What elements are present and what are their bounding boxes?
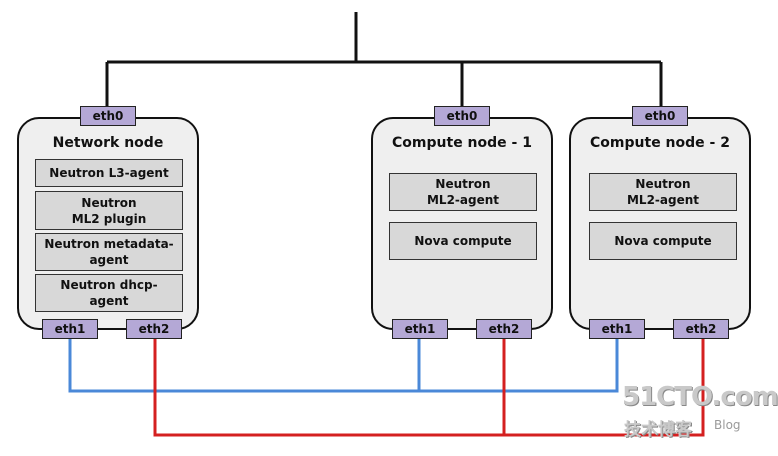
service-metadata-agent: Neutron metadata- agent xyxy=(35,233,183,271)
network-node-eth2: eth2 xyxy=(126,319,182,339)
service-nova-compute-2: Nova compute xyxy=(589,222,737,260)
compute-node-1-eth0: eth0 xyxy=(434,106,490,126)
watermark-sub: 技术博客 xyxy=(624,420,692,440)
service-l3-agent: Neutron L3-agent xyxy=(35,159,183,187)
compute-node-1-eth1: eth1 xyxy=(392,319,448,339)
red-network xyxy=(153,338,705,437)
network-node-title: Network node xyxy=(52,135,164,151)
compute-node-2-eth1: eth1 xyxy=(589,319,645,339)
service-nova-compute-1: Nova compute xyxy=(389,222,537,260)
compute-node-2-title: Compute node - 2 xyxy=(590,135,730,151)
watermark-main: 51CTO.com xyxy=(622,382,778,412)
blue-network xyxy=(68,338,619,393)
compute-node-1-title: Compute node - 1 xyxy=(392,135,532,151)
watermark-logo: 51CTO.com 技术博客 Blog xyxy=(622,382,778,442)
watermark-blog: Blog xyxy=(714,418,741,432)
compute-node-1: Compute node - 1 Neutron ML2-agent Nova … xyxy=(371,117,553,330)
network-node: Network node Neutron L3-agent Neutron ML… xyxy=(17,117,199,330)
network-node-eth0: eth0 xyxy=(80,106,136,126)
compute-node-2: Compute node - 2 Neutron ML2-agent Nova … xyxy=(569,117,751,330)
compute-node-1-eth2: eth2 xyxy=(476,319,532,339)
service-dhcp-agent: Neutron dhcp- agent xyxy=(35,274,183,312)
compute-node-2-eth2: eth2 xyxy=(673,319,729,339)
service-ml2-agent-1: Neutron ML2-agent xyxy=(389,173,537,211)
service-ml2-agent-2: Neutron ML2-agent xyxy=(589,173,737,211)
compute-node-2-eth0: eth0 xyxy=(632,106,688,126)
service-ml2-plugin: Neutron ML2 plugin xyxy=(35,191,183,230)
network-node-eth1: eth1 xyxy=(42,319,98,339)
